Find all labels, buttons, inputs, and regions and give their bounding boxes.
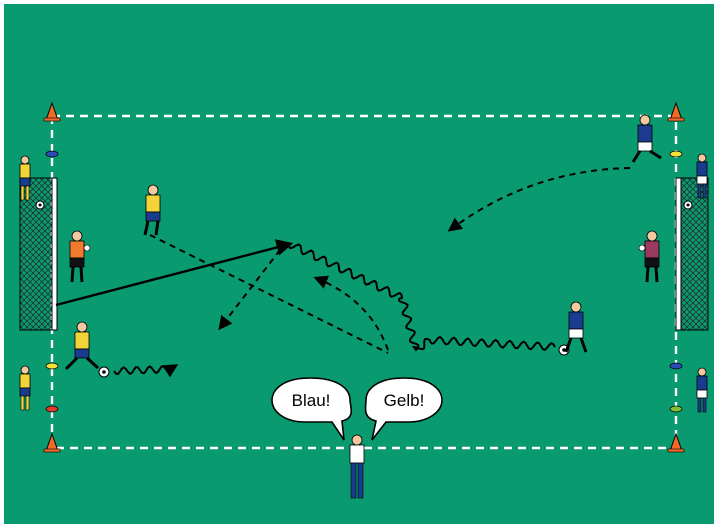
ball-icon bbox=[684, 201, 692, 209]
flat-marker-blue-icon bbox=[670, 363, 682, 369]
flat-marker-green-icon bbox=[670, 406, 682, 412]
ball-icon bbox=[36, 201, 44, 209]
bubble-text-blau: Blau! bbox=[292, 391, 331, 410]
ball-icon bbox=[99, 367, 109, 377]
flat-marker-yellow-icon bbox=[46, 363, 58, 369]
bubble-text-gelb: Gelb! bbox=[384, 391, 425, 410]
right-goal bbox=[676, 178, 708, 330]
flat-marker-blue-icon bbox=[46, 151, 58, 157]
flat-marker-red-icon bbox=[46, 406, 58, 412]
flat-marker-yellow-icon bbox=[670, 151, 682, 157]
